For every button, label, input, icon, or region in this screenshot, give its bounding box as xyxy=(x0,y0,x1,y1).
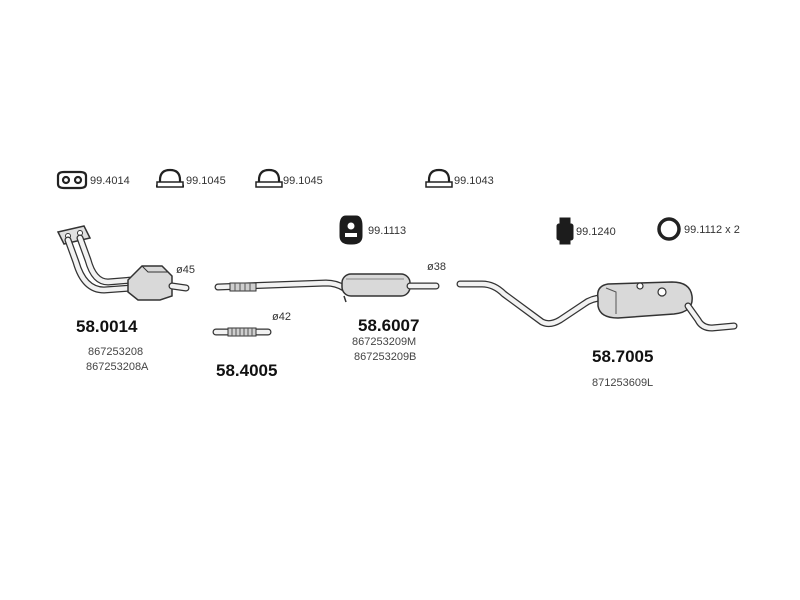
rubber-ring-icon xyxy=(657,217,681,241)
part-1-ref-2: 867253208A xyxy=(86,361,149,373)
part-1-ref-1: 867253208 xyxy=(88,346,143,358)
rubber-hanger-icon xyxy=(339,215,363,245)
part-3-ref-2: 867253209B xyxy=(354,351,416,363)
part-number-2: 58.4005 xyxy=(216,361,277,380)
rubber-mount-icon xyxy=(556,217,574,245)
diameter-label-2: ø42 xyxy=(272,311,291,323)
u-clamp-icon xyxy=(156,168,184,188)
downpipe-catalyst-drawing xyxy=(56,225,190,301)
hardware-code-5: 99.1113 xyxy=(368,225,406,237)
hardware-code-1: 99.4014 xyxy=(90,175,130,187)
connector-pipe-drawing xyxy=(212,327,272,337)
hardware-code-3: 99.1045 xyxy=(283,175,323,187)
middle-silencer-drawing xyxy=(214,273,440,303)
hardware-code-2: 99.1045 xyxy=(186,175,226,187)
flange-gasket-icon xyxy=(56,170,88,190)
rear-silencer-drawing xyxy=(456,280,738,332)
part-number-4: 58.7005 xyxy=(592,347,653,366)
part-4-ref-1: 871253609L xyxy=(592,377,653,389)
hardware-code-6: 99.1240 xyxy=(576,226,616,238)
diameter-label-1: ø45 xyxy=(176,264,195,276)
part-number-1: 58.0014 xyxy=(76,317,138,336)
u-clamp-icon xyxy=(255,168,283,188)
part-number-3: 58.6007 xyxy=(358,316,419,335)
diameter-label-3: ø38 xyxy=(427,261,446,273)
u-clamp-icon xyxy=(425,168,453,188)
hardware-code-4: 99.1043 xyxy=(454,175,494,187)
hardware-code-7: 99.1112 x 2 xyxy=(684,224,740,236)
part-3-ref-1: 867253209M xyxy=(352,336,416,348)
